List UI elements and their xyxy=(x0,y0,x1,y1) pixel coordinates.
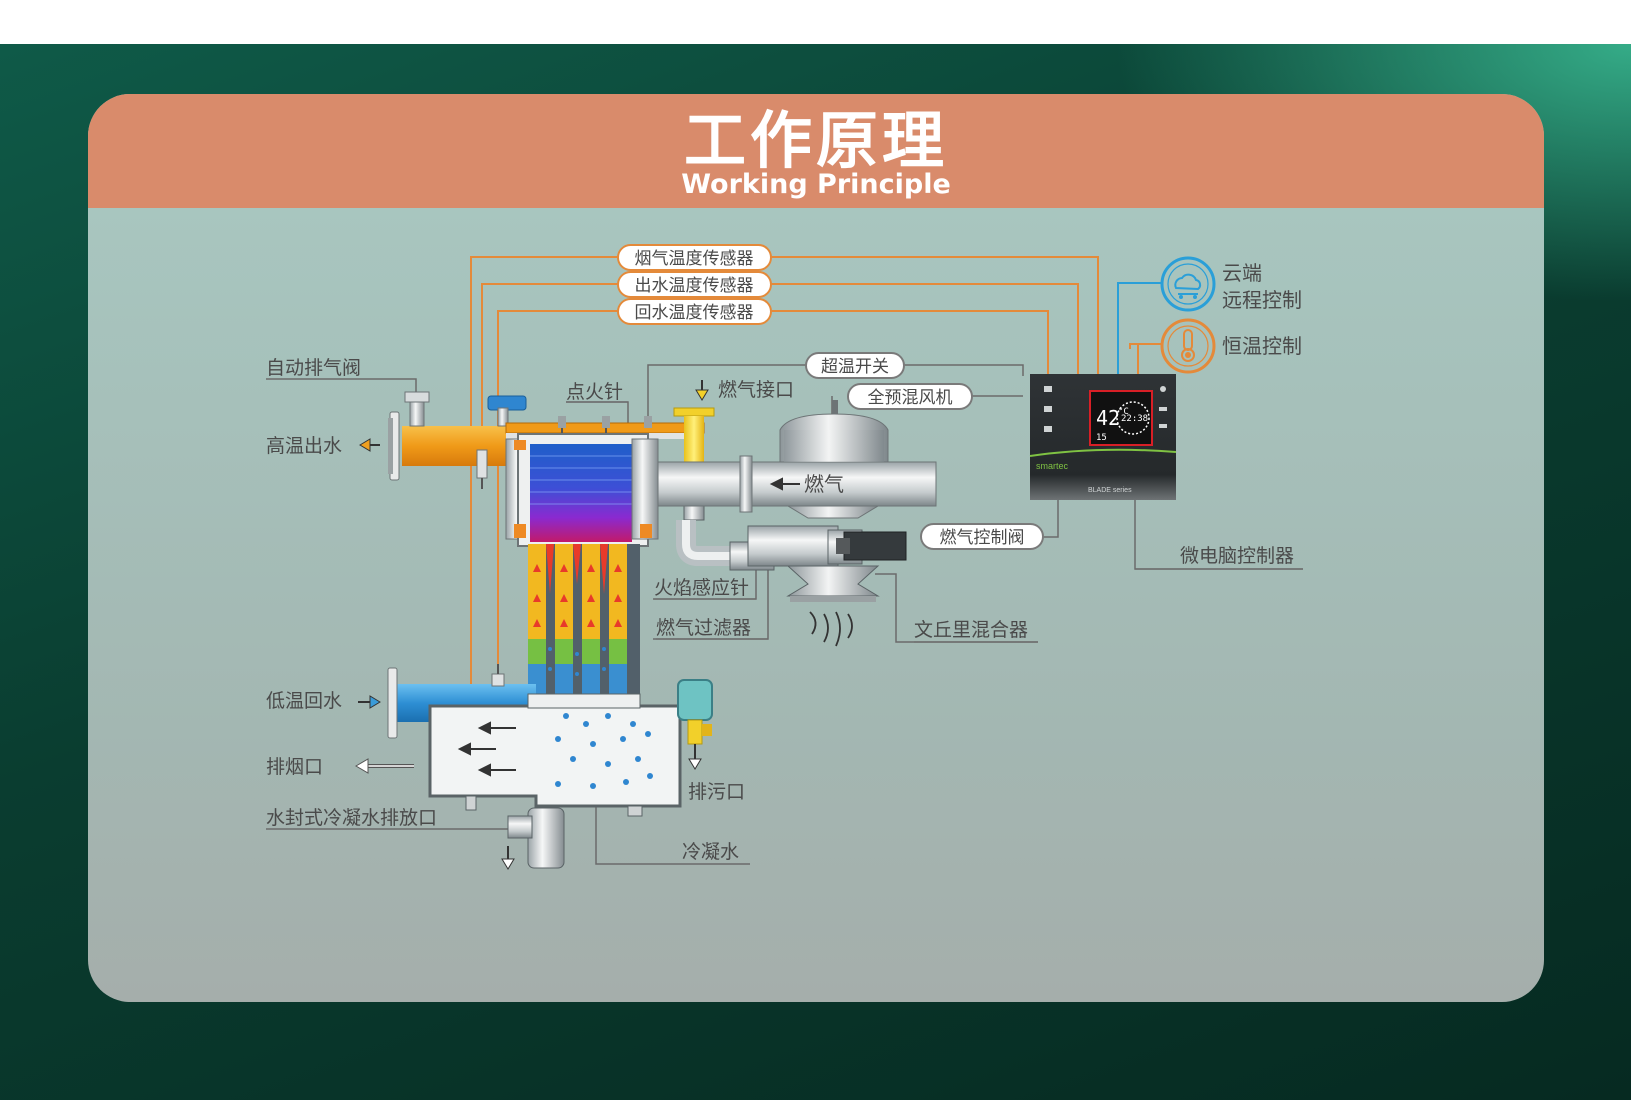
label-flame-sensor: 火焰感应针 xyxy=(654,577,749,599)
gas-label: 燃气 xyxy=(804,472,844,496)
mixture-duct xyxy=(657,455,937,513)
thermometer-icon xyxy=(1160,318,1216,374)
pill-flue-temp-label: 烟气温度传感器 xyxy=(635,249,754,269)
pill-flue-temp: 烟气温度传感器 xyxy=(617,244,772,271)
label-underlines xyxy=(566,401,1303,643)
title-banner: 工作原理 Working Principle xyxy=(88,94,1544,208)
pill-gas-valve: 燃气控制阀 xyxy=(920,523,1044,550)
label-gas-inlet: 燃气接口 xyxy=(718,379,794,401)
pill-premix-fan-label: 全预混风机 xyxy=(868,388,953,408)
label-condensate: 冷凝水 xyxy=(682,841,739,863)
title-english: Working Principle xyxy=(681,169,951,200)
label-ignition: 点火针 xyxy=(566,381,623,403)
flue-arrow xyxy=(355,758,414,774)
title-chinese: 工作原理 xyxy=(683,104,948,177)
cloud-leader xyxy=(1117,282,1161,374)
sewage-arrow xyxy=(688,744,702,770)
venturi-mixer xyxy=(786,565,880,647)
label-hot-out: 高温出水 xyxy=(266,435,342,457)
pill-gas-valve-label: 燃气控制阀 xyxy=(940,528,1025,548)
pressure-valve xyxy=(487,395,527,427)
label-cold-return: 低温回水 xyxy=(266,690,342,712)
drain-arrow xyxy=(501,846,515,870)
gas-in-arrow xyxy=(695,380,709,401)
pill-return-temp: 回水温度传感器 xyxy=(617,298,772,325)
cloud-label-2: 远程控制 xyxy=(1222,288,1302,312)
pill-outlet-temp-label: 出水温度传感器 xyxy=(635,276,754,296)
controller-panel xyxy=(1029,374,1177,500)
pill-outlet-temp: 出水温度传感器 xyxy=(617,271,772,298)
label-flue-outlet: 排烟口 xyxy=(266,756,323,778)
pill-over-temp-label: 超温开关 xyxy=(821,357,889,377)
label-gas-filter: 燃气过滤器 xyxy=(656,617,751,639)
label-controller: 微电脑控制器 xyxy=(1180,545,1294,567)
cloud-remote-icon xyxy=(1160,256,1216,312)
label-auto-vent: 自动排气阀 xyxy=(266,357,361,379)
cloud-label-1: 云端 xyxy=(1222,261,1262,285)
sewage-valve xyxy=(677,679,713,745)
controller-time: 22:38 xyxy=(1121,414,1148,424)
controller-brand: smartec xyxy=(1036,461,1069,471)
pill-premix-fan: 全预混风机 xyxy=(847,383,973,410)
hot-water-pipe xyxy=(388,411,530,481)
thermo-leader xyxy=(1137,343,1161,374)
cold-in-arrow xyxy=(358,695,381,709)
label-condensate-drain: 水封式冷凝水排放口 xyxy=(266,807,437,829)
principle-card: 工作原理 Working Principle xyxy=(88,94,1544,1002)
controller-model: BLADE series xyxy=(1088,487,1132,494)
constant-temp-label: 恒温控制 xyxy=(1222,334,1302,358)
label-sewage: 排污口 xyxy=(688,781,745,803)
controller-unit: °C xyxy=(1118,407,1129,417)
hot-out-arrow xyxy=(359,438,380,452)
condensate-trap xyxy=(507,807,565,869)
auto-vent-valve xyxy=(404,391,430,427)
pill-return-temp-label: 回水温度传感器 xyxy=(635,303,754,323)
controller-sub: 15 xyxy=(1096,433,1107,443)
premix-fan xyxy=(779,400,889,519)
outlet-sensor-probe xyxy=(476,449,488,489)
condensate-tank xyxy=(428,693,682,817)
gas-control-valve xyxy=(747,525,907,567)
boiler-diagram: 烟气温度传感器 出水温度传感器 回水温度传感器 超温开关 全预混风机 燃气控制阀 xyxy=(266,244,1303,870)
combustion-chamber xyxy=(505,433,659,547)
heat-exchanger-tubes xyxy=(528,544,640,694)
label-venturi: 文丘里混合器 xyxy=(914,619,1028,641)
pill-over-temp-switch: 超温开关 xyxy=(805,352,905,379)
controller-temp: 42 xyxy=(1096,406,1120,430)
